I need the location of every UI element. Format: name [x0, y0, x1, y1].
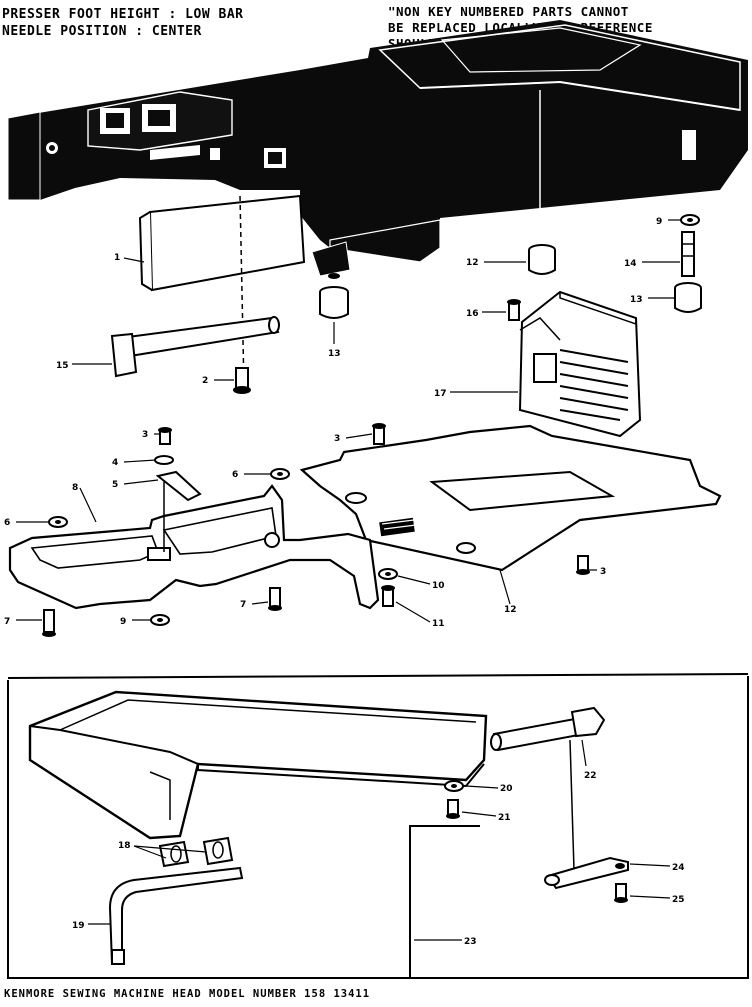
base-block-upper	[28, 690, 488, 840]
part-6-washer-left	[48, 516, 68, 528]
part-20-washer	[444, 780, 464, 792]
callout-3-plate: 3	[334, 434, 340, 444]
part-4-washer	[154, 455, 174, 465]
part-1-cover-plate	[138, 194, 306, 389]
callout-22: 22	[584, 771, 597, 781]
presser-foot-note: PRESSER FOOT HEIGHT : LOW BAR NEEDLE POS…	[2, 6, 243, 40]
part-9-washer-top	[680, 214, 700, 226]
lower-inset-border	[7, 673, 749, 979]
presser-foot-height-text: PRESSER FOOT HEIGHT : LOW BAR	[2, 7, 244, 22]
callout-13-right: 13	[630, 295, 643, 305]
part-3-screw-plate-right	[576, 555, 590, 575]
callout-6-left: 6	[4, 518, 10, 528]
machine-head-body	[7, 20, 748, 277]
part-9-washer-bottom	[150, 614, 170, 626]
part-24-lever	[544, 856, 629, 890]
part-12-bottom-plate	[299, 424, 722, 572]
part-21-screw	[446, 799, 460, 819]
part-7-screw-left	[42, 609, 56, 637]
part-5-bracket	[155, 470, 202, 552]
part-16-screw	[507, 299, 521, 321]
part-10-washer	[378, 568, 398, 580]
callout-13-left: 13	[328, 349, 341, 359]
part-7-screw-right	[268, 587, 282, 611]
part-18-clip-left	[158, 840, 190, 868]
part-22-hinge-shaft	[490, 706, 606, 871]
callout-9-top: 9	[656, 217, 662, 227]
callout-5: 5	[112, 480, 118, 490]
callout-15: 15	[56, 361, 69, 371]
callout-21: 21	[498, 813, 511, 823]
callout-25: 25	[672, 895, 685, 905]
part-3-screw-plate	[372, 423, 386, 445]
part-11-screw	[381, 585, 395, 607]
callout-10: 10	[432, 581, 445, 591]
callout-2: 2	[202, 376, 208, 386]
part-13-rubber-foot-left	[319, 273, 349, 319]
callout-3-bracket: 3	[142, 430, 148, 440]
part-3-screw-bracket	[158, 427, 172, 445]
part-25-screw	[614, 883, 628, 903]
callout-19: 19	[72, 921, 85, 931]
part-8-base-frame	[8, 484, 380, 610]
callout-12-foot: 12	[466, 258, 479, 268]
callout-7-right: 7	[240, 600, 246, 610]
part-17-motor-cover	[518, 290, 642, 438]
callout-20: 20	[500, 784, 513, 794]
part-6-washer-right	[270, 468, 290, 480]
callout-17: 17	[434, 389, 447, 399]
needle-position-text: NEEDLE POSITION : CENTER	[2, 24, 202, 39]
callout-8: 8	[72, 483, 78, 493]
callout-14: 14	[624, 259, 637, 269]
callout-9-bottom: 9	[120, 617, 126, 627]
part-12-rubber-foot	[528, 244, 556, 275]
callout-labels	[16, 219, 680, 941]
callout-11: 11	[432, 619, 445, 629]
part-15-handle-rod	[110, 316, 280, 378]
callout-12-plate: 12	[504, 605, 517, 615]
callout-23: 23	[464, 937, 477, 947]
part-19-l-rod	[108, 866, 244, 965]
part-14-spring-stud	[681, 231, 695, 277]
callout-18: 18	[118, 841, 131, 851]
callout-24: 24	[672, 863, 685, 873]
model-number-caption: KENMORE SEWING MACHINE HEAD MODEL NUMBER…	[4, 988, 371, 1000]
callout-4: 4	[112, 458, 118, 468]
callout-1: 1	[114, 253, 120, 263]
callout-3-plate-right: 3	[600, 567, 606, 577]
callout-7-left: 7	[4, 617, 10, 627]
callout-6-right: 6	[232, 470, 238, 480]
part-2-screw	[233, 367, 251, 394]
callout-numbers: 1 2 3 3 3 4 5 6 6 7 7 8 9 9 10 11 12 12 …	[4, 217, 685, 947]
part-18-clip-right	[202, 836, 234, 866]
part-13-rubber-foot-right	[674, 282, 702, 313]
callout-16: 16	[466, 309, 479, 319]
note-line-1: "NON KEY NUMBERED PARTS CANNOT	[388, 4, 629, 19]
